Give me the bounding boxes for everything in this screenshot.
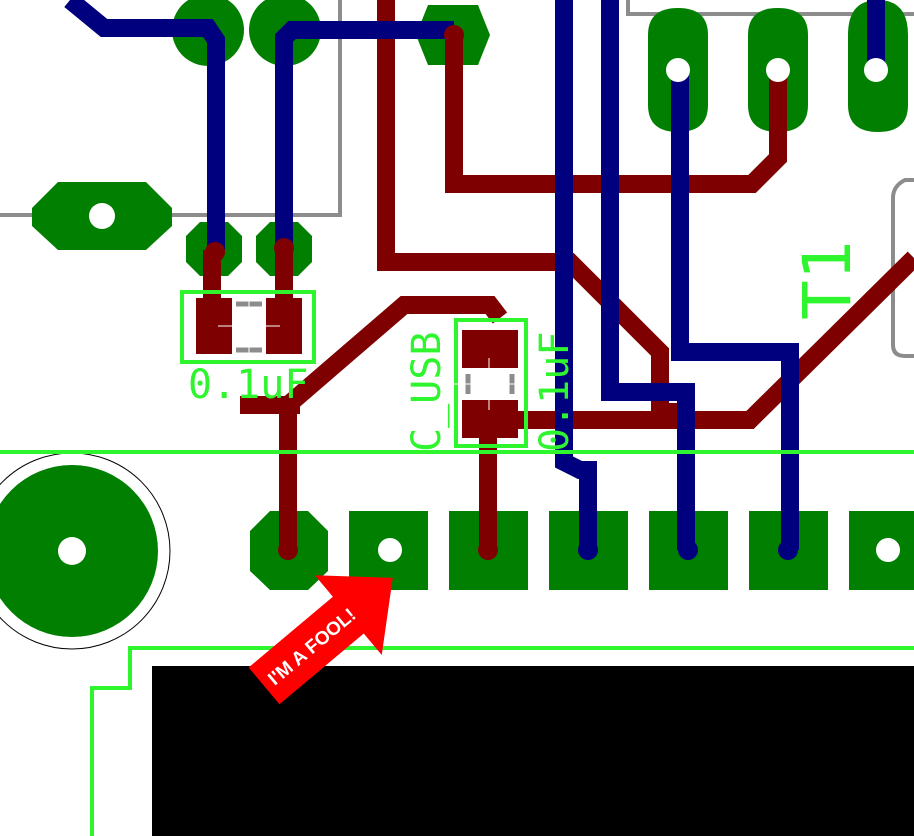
label-t1: T1 (789, 241, 866, 320)
arrow-shape (248, 575, 393, 705)
label-cap-left-value: 0.1uF (188, 362, 308, 408)
label-c-usb: C_USB (404, 332, 450, 452)
cap-usb-pad-b (462, 400, 518, 438)
cap-left-outline (180, 290, 316, 364)
cap-centerlines (218, 298, 524, 410)
smd-cap-pads (196, 298, 518, 438)
label-cap-right-value: 0.1uF (532, 332, 578, 452)
drill-holes (58, 25, 900, 565)
cap-usb-outline (454, 318, 528, 448)
display-module (152, 666, 914, 836)
display-outline (90, 646, 914, 836)
cap-usb-pad-a (462, 330, 518, 368)
silkscreen (0, 290, 914, 836)
